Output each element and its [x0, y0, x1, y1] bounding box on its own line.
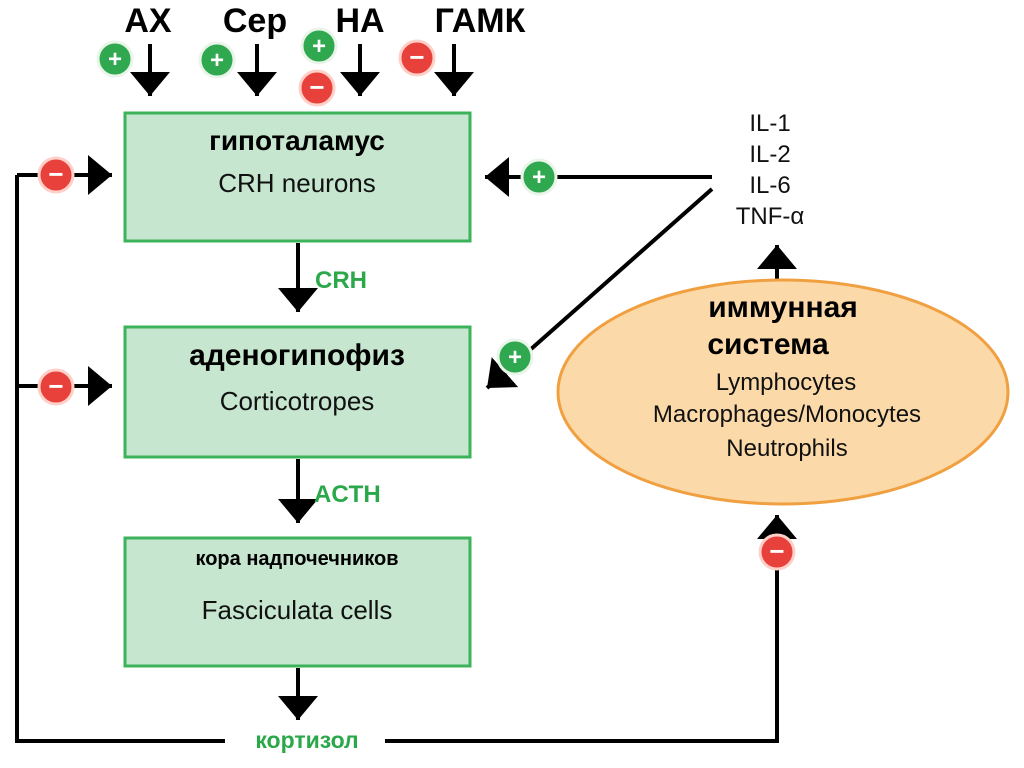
svg-text:+: + — [532, 164, 546, 191]
input-label-gaba: ГАМК — [435, 2, 526, 40]
hypothalamus-box — [123, 111, 472, 243]
svg-text:−: − — [48, 371, 63, 401]
immune-cell-macrophages: Macrophages/Monocytes — [653, 401, 921, 428]
immune-system-ellipse — [556, 278, 1010, 506]
pituitary-subtitle: Corticotropes — [220, 386, 375, 416]
immune-cell-neutrophils: Neutrophils — [726, 435, 847, 462]
input-label-ach: АХ — [124, 2, 172, 40]
cytokine-il6: IL-6 — [749, 172, 790, 199]
immune-system-title-line1: иммунная — [708, 291, 858, 324]
svg-text:−: − — [48, 159, 63, 189]
svg-text:−: − — [409, 42, 424, 72]
adrenal-cortex-box — [123, 536, 472, 668]
svg-text:+: + — [312, 33, 326, 60]
plus-badge-ach: + — [96, 40, 134, 78]
label-cortisol: кортизол — [255, 727, 358, 753]
immune-system-title-line2: система — [707, 328, 829, 361]
minus-badge-feedback-pituitary: − — [37, 368, 75, 406]
adrenal-cortex-subtitle: Fasciculata cells — [202, 595, 393, 625]
svg-text:+: + — [508, 344, 522, 371]
minus-badge-feedback-hypothalamus: − — [37, 156, 75, 194]
adrenal-cortex-title: кора надпочечников — [195, 548, 398, 570]
cytokine-il1: IL-1 — [749, 110, 790, 137]
plus-badge-cytokines-pituitary: + — [496, 338, 534, 376]
immune-cell-lymphocytes: Lymphocytes — [716, 369, 857, 396]
svg-text:−: − — [769, 536, 784, 566]
plus-badge-noradrenaline: + — [300, 27, 338, 65]
cortisol-feedback-line-left — [15, 175, 225, 743]
minus-badge-noradrenaline: − — [298, 69, 336, 107]
label-crh: CRH — [315, 267, 367, 294]
label-acth: ACTH — [314, 481, 381, 508]
pituitary-box — [123, 325, 472, 459]
svg-text:+: + — [210, 47, 224, 74]
svg-text:+: + — [108, 46, 122, 73]
cytokine-tnf-alpha: TNF-α — [736, 203, 805, 230]
minus-badge-gaba: − — [398, 39, 436, 77]
pituitary-title: аденогипофиз — [189, 339, 405, 372]
plus-badge-serotonin: + — [198, 41, 236, 79]
input-label-noradrenaline: НА — [335, 2, 384, 40]
cytokine-il2: IL-2 — [749, 141, 790, 168]
svg-text:−: − — [309, 72, 324, 102]
hypothalamus-subtitle: CRH neurons — [218, 168, 376, 198]
cortisol-feedback-line-right — [385, 515, 797, 743]
minus-badge-feedback-immune: − — [758, 533, 796, 571]
input-label-serotonin: Сер — [223, 2, 287, 40]
plus-badge-cytokines-hypothalamus: + — [520, 158, 558, 196]
hypothalamus-title: гипоталамус — [209, 125, 385, 156]
